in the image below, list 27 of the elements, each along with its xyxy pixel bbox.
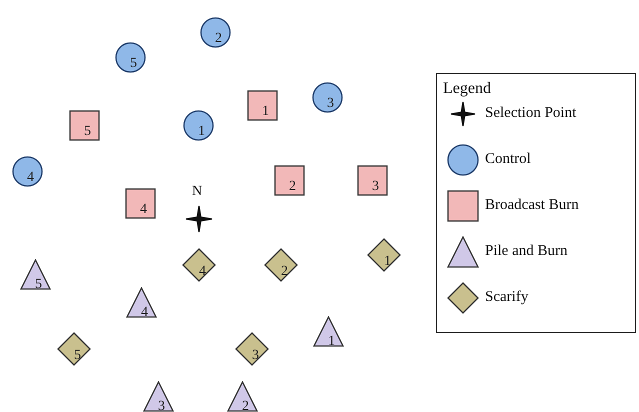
legend-title: Legend	[443, 80, 491, 98]
marker-number: 4	[27, 171, 34, 185]
marker-number: 1	[328, 334, 335, 349]
marker-number: 2	[281, 265, 288, 279]
legend-label: Selection Point	[485, 105, 576, 122]
marker-number: 4	[140, 203, 147, 217]
marker-number: 3	[372, 180, 379, 194]
marker-number: 3	[327, 97, 334, 111]
marker-number: 5	[35, 278, 42, 292]
marker-number: 2	[289, 180, 296, 194]
legend-label: Control	[485, 151, 531, 168]
marker-number: 2	[215, 32, 222, 46]
marker-number: 4	[141, 306, 148, 320]
marker-number: 2	[242, 400, 249, 412]
marker-number: 1	[262, 105, 269, 119]
marker-number: 4	[199, 265, 206, 279]
legend-label: Broadcast Burn	[485, 197, 579, 214]
marker-number: 3	[252, 349, 259, 363]
marker-number: 3	[158, 400, 165, 412]
marker-number: 5	[74, 349, 81, 363]
marker-number: 5	[130, 57, 137, 71]
marker-number: 1	[198, 125, 205, 139]
marker-number: 1	[384, 255, 391, 269]
legend-label: Scarify	[485, 289, 528, 306]
marker-number: 5	[84, 125, 91, 139]
north-label: N	[192, 184, 202, 200]
legend-label: Pile and Burn	[485, 243, 568, 260]
